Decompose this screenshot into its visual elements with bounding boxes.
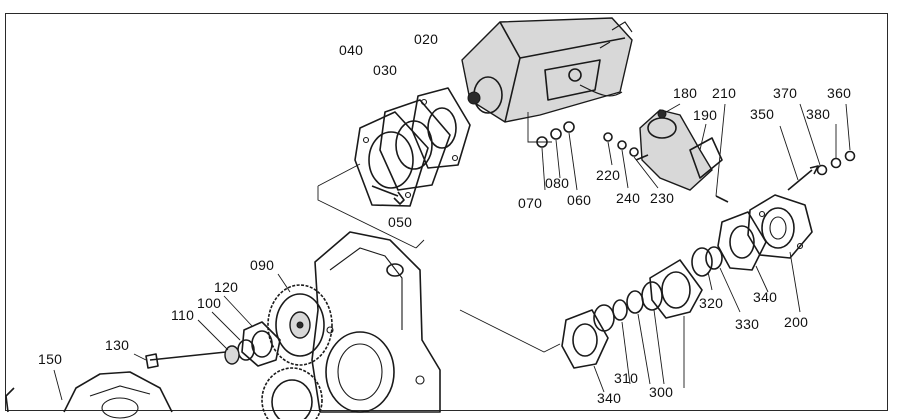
housing-150 (5, 369, 173, 419)
rings-320-330 (691, 246, 741, 313)
bearing-assembly-300 (593, 259, 703, 388)
label-350: 350 (750, 106, 774, 122)
label-220: 220 (596, 167, 620, 183)
label-330: 330 (735, 316, 759, 332)
label-090: 090 (250, 257, 274, 273)
label-110: 110 (171, 307, 194, 323)
bolt-050 (317, 163, 425, 249)
label-060: 060 (567, 192, 591, 208)
label-120: 120 (214, 279, 238, 295)
gasket-040 (354, 111, 429, 207)
label-310: 310 (614, 370, 638, 386)
label-370: 370 (773, 85, 797, 101)
gear-case (311, 231, 441, 413)
label-150: 150 (38, 351, 62, 367)
label-130: 130 (105, 337, 129, 353)
label-320: 320 (699, 295, 723, 311)
pump-180 (603, 103, 729, 203)
gasket-340-lower (561, 309, 609, 393)
label-340-lower: 340 (597, 390, 621, 406)
gasket-340-upper (717, 211, 769, 293)
label-230: 230 (650, 190, 674, 206)
label-080: 080 (545, 175, 569, 191)
label-340-upper: 340 (753, 289, 777, 305)
label-200: 200 (784, 314, 808, 330)
label-100: 100 (197, 295, 221, 311)
label-050: 050 (388, 214, 412, 230)
starter-motor (461, 17, 633, 143)
plate-020 (411, 87, 471, 169)
label-070: 070 (518, 195, 542, 211)
label-380: 380 (806, 106, 830, 122)
label-040: 040 (339, 42, 363, 58)
label-180: 180 (673, 85, 697, 101)
gear-lower (261, 367, 323, 419)
label-210: 210 (712, 85, 736, 101)
nuts-060-070-080 (536, 121, 578, 191)
label-240: 240 (616, 190, 640, 206)
gear-090 (267, 273, 333, 366)
housing-200 (747, 194, 813, 313)
label-020: 020 (414, 31, 438, 47)
label-190: 190 (693, 107, 717, 123)
label-030: 030 (373, 62, 397, 78)
label-360: 360 (827, 85, 851, 101)
hub-assembly (133, 295, 281, 369)
label-300: 300 (649, 384, 673, 400)
diagram-border (5, 13, 888, 411)
connector-line-lower (459, 309, 561, 353)
bolt-350 (779, 103, 856, 191)
